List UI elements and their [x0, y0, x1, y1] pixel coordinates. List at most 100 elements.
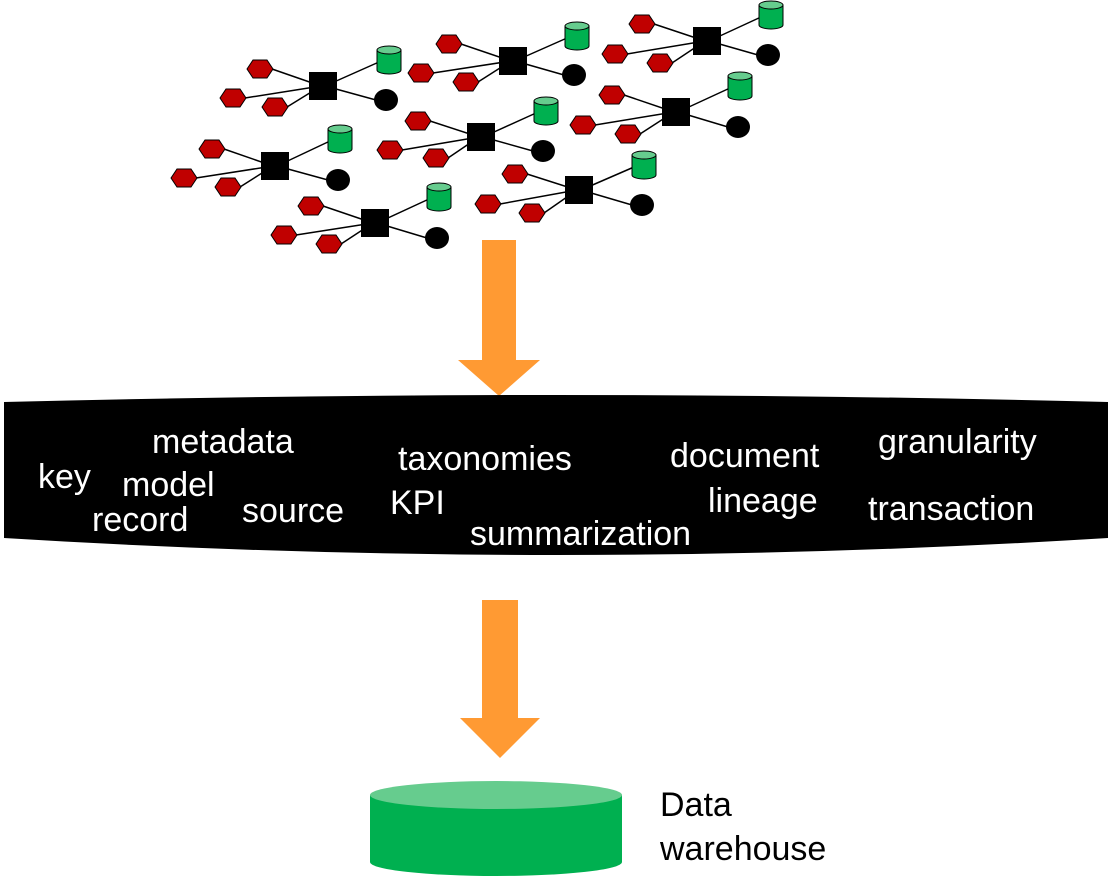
network-cluster: [474, 150, 657, 223]
down-arrow-2: [460, 600, 540, 758]
hexagon-icon: [297, 196, 325, 216]
cylinder-icon: [631, 150, 657, 180]
hexagon-icon: [518, 203, 546, 223]
hexagon-icon: [646, 53, 674, 73]
circle-icon: [726, 116, 750, 138]
hexagon-icon: [501, 164, 529, 184]
cylinder-top: [564, 21, 590, 31]
term-record: record: [92, 501, 188, 539]
hexagon-icon: [598, 85, 626, 105]
circle-icon: [425, 227, 449, 249]
cylinder-icon: [426, 182, 452, 212]
cylinder-icon: [727, 71, 753, 101]
hexagon-icon: [422, 148, 450, 168]
cylinder-icon: [758, 0, 784, 30]
hexagon-icon: [376, 140, 404, 160]
down-arrow-1: [458, 240, 540, 396]
cylinder-body: [327, 128, 353, 154]
network-cluster: [219, 45, 402, 117]
term-transaction: transaction: [868, 490, 1034, 528]
network-cluster: [569, 71, 753, 144]
cylinder-body: [631, 154, 657, 180]
hexagon-icon: [170, 168, 198, 188]
hexagon-icon: [601, 44, 629, 64]
square-icon: [261, 152, 289, 180]
cylinder-body: [376, 49, 402, 75]
cylinder-top: [426, 182, 452, 192]
network-cluster: [376, 96, 559, 168]
data-warehouse-icon: [370, 781, 622, 876]
cylinder-top: [533, 96, 559, 106]
hexagon-icon: [628, 14, 656, 34]
network-cluster: [270, 182, 452, 254]
warehouse-label-line2: warehouse: [659, 830, 826, 868]
metadata-terms: key metadata model record source taxonom…: [38, 423, 1037, 553]
cylinder-body: [758, 4, 784, 30]
term-model: model: [122, 466, 215, 504]
cylinder-body: [426, 186, 452, 212]
hexagon-icon: [214, 177, 242, 197]
cylinder-top: [727, 71, 753, 81]
network-cluster: [170, 124, 353, 197]
hexagon-icon: [261, 97, 289, 117]
connector-line: [295, 222, 374, 236]
network-cluster: [601, 0, 784, 73]
hexagon-icon: [315, 234, 343, 254]
cylinder-body: [727, 75, 753, 101]
hexagon-icon: [474, 194, 502, 214]
circle-icon: [374, 89, 398, 111]
connector-line: [432, 60, 512, 74]
connector-line: [626, 40, 706, 55]
cylinder-top: [327, 124, 353, 134]
connector-line: [401, 136, 480, 151]
circle-icon: [756, 44, 780, 66]
square-icon: [361, 209, 389, 237]
circle-icon: [562, 64, 586, 86]
warehouse-body: [370, 795, 622, 876]
cylinder-body: [533, 100, 559, 126]
connector-line: [594, 111, 675, 126]
cylinder-icon: [376, 45, 402, 75]
cylinder-top: [631, 150, 657, 160]
square-icon: [565, 176, 593, 204]
metadata-band: [4, 395, 1108, 555]
term-document: document: [670, 437, 820, 475]
hexagon-icon: [407, 63, 435, 83]
connector-line: [195, 165, 274, 179]
warehouse-label-line1: Data: [660, 786, 732, 824]
term-taxonomies: taxonomies: [398, 440, 572, 478]
term-summarization: summarization: [470, 515, 691, 553]
term-source: source: [242, 492, 344, 530]
square-icon: [467, 123, 495, 151]
circle-icon: [326, 169, 350, 191]
hexagon-icon: [452, 72, 480, 92]
cylinder-icon: [533, 96, 559, 126]
hexagon-icon: [404, 111, 432, 131]
hexagon-icon: [270, 225, 298, 245]
hexagon-icon: [219, 88, 247, 108]
hexagon-icon: [198, 139, 226, 159]
term-key: key: [38, 458, 91, 496]
cylinder-icon: [327, 124, 353, 154]
cylinder-body: [564, 25, 590, 51]
term-kpi: KPI: [390, 484, 445, 522]
square-icon: [693, 27, 721, 55]
term-metadata: metadata: [152, 423, 294, 461]
term-lineage: lineage: [708, 482, 818, 520]
cylinder-icon: [564, 21, 590, 51]
circle-icon: [630, 194, 654, 216]
connector-line: [499, 189, 578, 205]
square-icon: [662, 98, 690, 126]
term-granularity: granularity: [878, 423, 1037, 461]
network-cluster: [407, 21, 590, 92]
hexagon-icon: [246, 59, 274, 79]
hexagon-icon: [435, 34, 463, 54]
square-icon: [309, 72, 337, 100]
hexagon-icon: [614, 124, 642, 144]
connector-line: [244, 85, 322, 99]
circle-icon: [531, 140, 555, 162]
cylinder-top: [758, 0, 784, 10]
source-network: [170, 0, 784, 254]
hexagon-icon: [569, 115, 597, 135]
